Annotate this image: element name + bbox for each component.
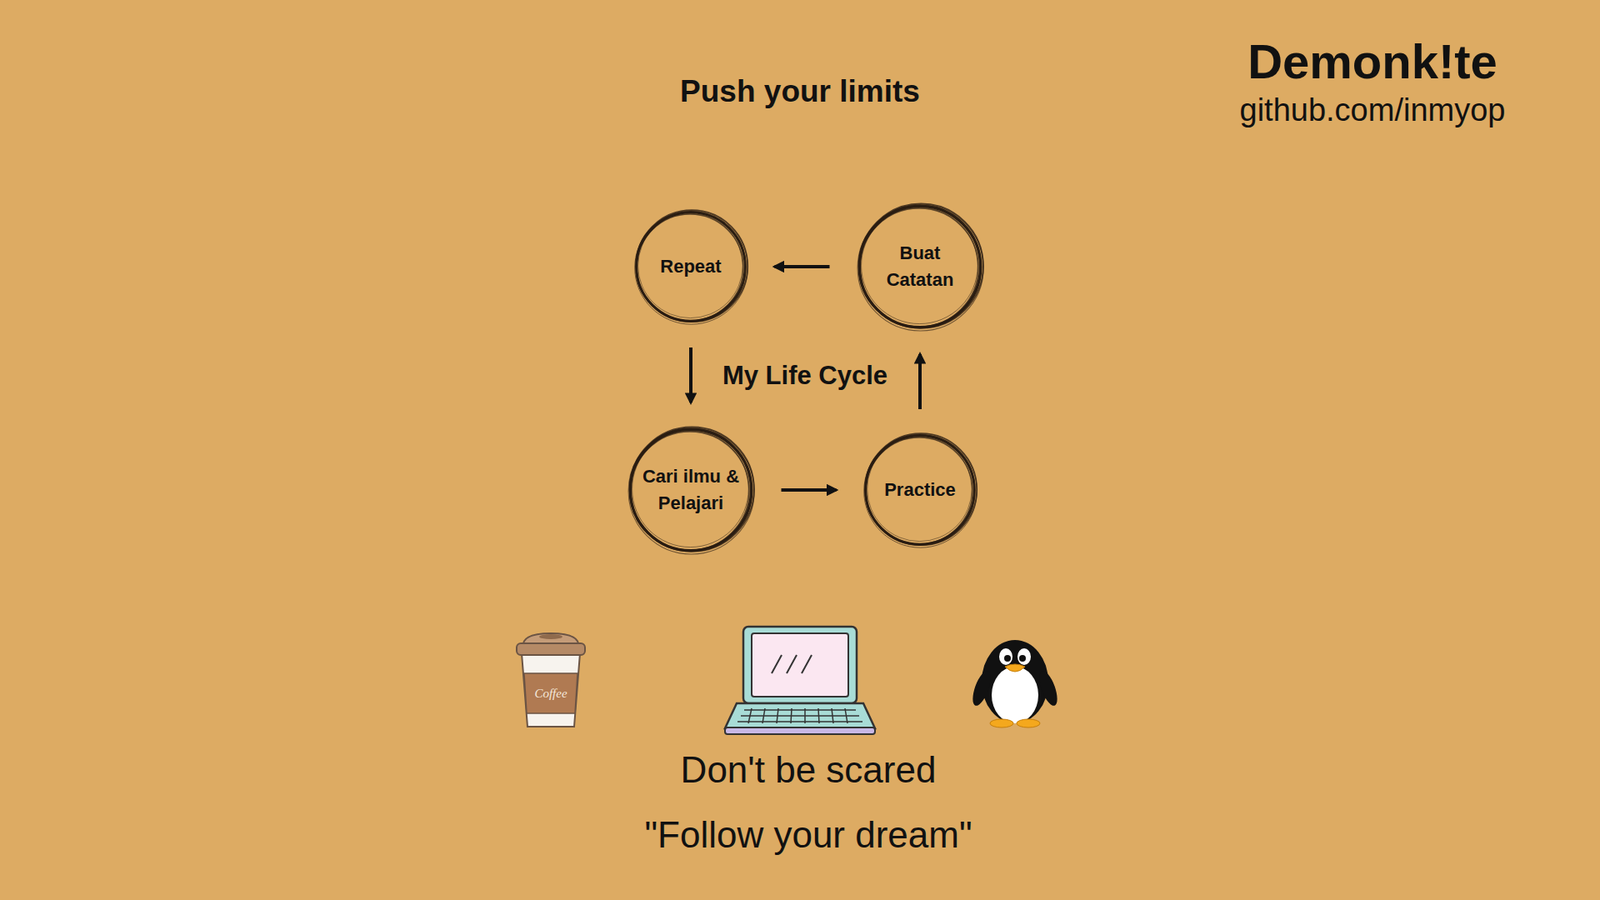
quote-text: "Follow your dream" [644, 814, 972, 856]
cycle-circle: Cari ilmu & Pelajari [625, 424, 757, 556]
circle-text: Repeat [660, 253, 721, 280]
cup-label: Coffee [534, 686, 567, 701]
brush-circle [625, 424, 757, 556]
cycle-arrow [918, 354, 922, 410]
cycle-arrow [775, 265, 830, 269]
cycle-circle: Buat Catatan [854, 200, 986, 333]
penguin [969, 640, 1061, 728]
cycle-circle: Practice [860, 430, 980, 550]
cycle-label: My Life Cycle [722, 360, 888, 391]
cycle-arrow [781, 488, 837, 492]
laptop [725, 626, 875, 735]
cycle-circle: Repeat [631, 207, 750, 326]
circle-text: Buat Catatan [866, 240, 974, 294]
brand-name: Demonk!te [1247, 33, 1498, 90]
circle-text: Practice [884, 476, 956, 504]
diagram-title: Push your limits [680, 74, 920, 110]
circle-text: Cari ilmu & Pelajari [637, 463, 745, 517]
motto-text: Don't be scared [680, 749, 937, 791]
coffee-cup [516, 633, 585, 727]
brand-link: github.com/inmyop [1240, 92, 1506, 129]
cycle-arrow [689, 347, 693, 403]
brush-circle [854, 200, 986, 333]
